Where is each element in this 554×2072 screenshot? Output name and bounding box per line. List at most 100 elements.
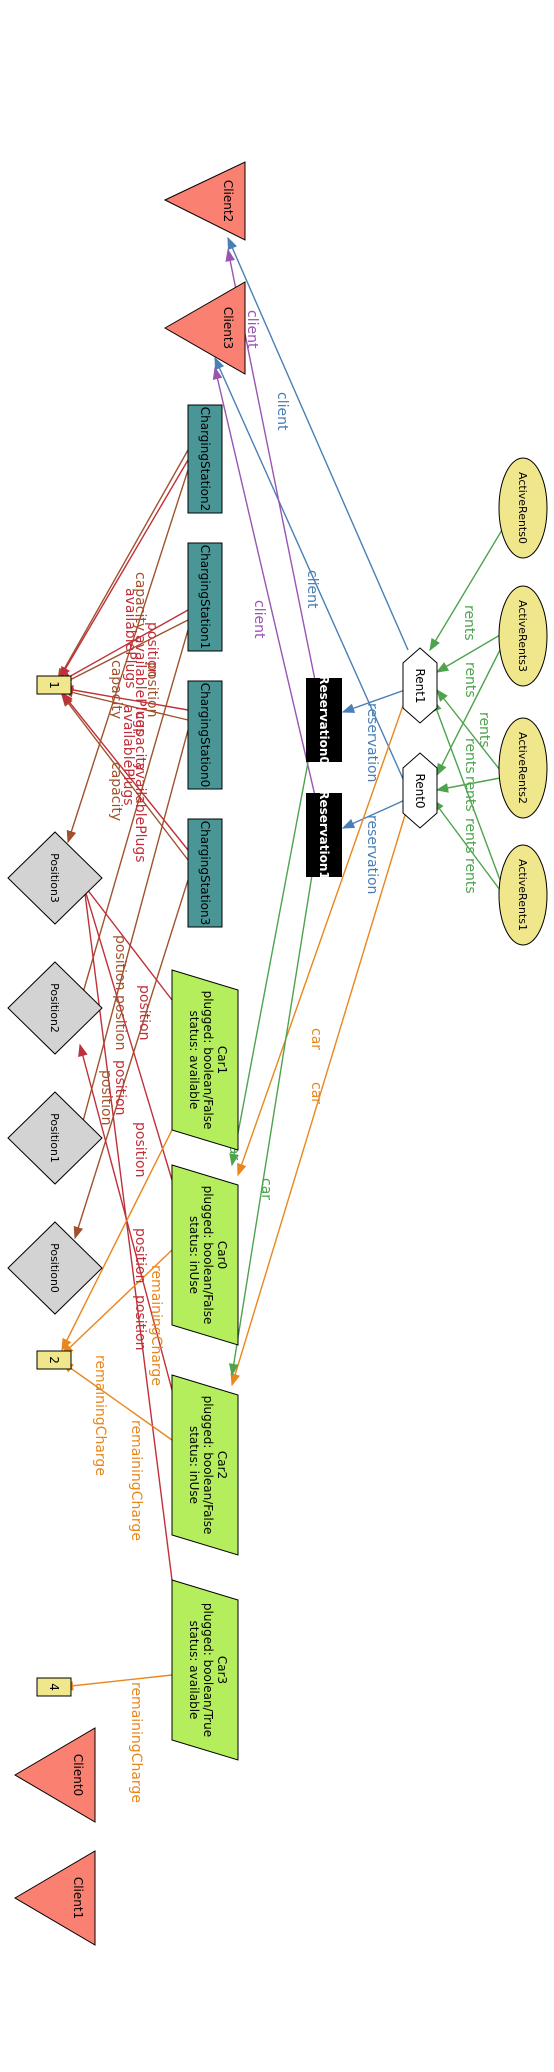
position-label: Position1 — [48, 1113, 61, 1163]
client-node-client1: Client1 — [14, 1850, 96, 1946]
edge-labels: client client client client rents rents … — [92, 310, 492, 1803]
label-rents: rents — [462, 776, 478, 812]
active-rents-node-ar2: ActiveRents2 — [498, 717, 548, 819]
car-plugged: plugged: boolean/False — [201, 1186, 215, 1325]
edge-ar3-rent0 — [436, 649, 501, 777]
car-plugged: plugged: boolean/False — [201, 1396, 215, 1535]
label-position: position — [136, 985, 152, 1040]
reservation-label: Reservation1 — [317, 790, 331, 879]
label-rents: rents — [462, 858, 478, 894]
label-availablePlugs: availablePlugs — [120, 705, 136, 806]
edge-rent0-res1 — [341, 799, 406, 829]
active-rents-node-ar1: ActiveRents1 — [498, 844, 548, 946]
edge-res1-client3 — [212, 366, 317, 801]
edge-cs3-pos0 — [73, 879, 189, 1240]
label-position: position — [144, 662, 160, 717]
rent-label: Rent1 — [413, 668, 427, 703]
label-remainingCharge: remainingCharge — [148, 1265, 164, 1386]
active-rents-label: ActiveRents1 — [516, 859, 529, 931]
reservation-node-res1: Reservation1 — [306, 790, 342, 880]
value-label: 1 — [47, 681, 61, 689]
label-availablePlugs: availablePlugs — [122, 588, 138, 689]
car-name: Car1 — [215, 1046, 229, 1074]
label-rents: rents — [461, 605, 477, 641]
label-position: position — [144, 622, 160, 677]
label-car: car — [308, 1082, 324, 1104]
car-node-car1: Car1 plugged: boolean/False status: avai… — [171, 969, 239, 1151]
client-node-client3: Client3 — [163, 281, 246, 375]
label-position: position — [132, 1228, 148, 1283]
label-reservation: reservation — [364, 703, 380, 782]
car-name: Car2 — [215, 1451, 229, 1479]
active-rents-label: ActiveRents0 — [516, 472, 529, 544]
active-rents-node-ar3: ActiveRents3 — [498, 585, 548, 687]
charging-station-label: ChargingStation1 — [198, 545, 212, 650]
label-client: client — [304, 570, 320, 609]
car-status: status: available — [187, 1621, 201, 1720]
reservation-node-res0: Reservation0 — [306, 675, 342, 765]
edge-cs2-pos3 — [66, 469, 189, 844]
value-node-1: 1 — [36, 675, 72, 695]
edge-cs2-plugs — [59, 459, 189, 680]
edge-ar2-rent1 — [436, 688, 501, 771]
client-label: Client3 — [221, 307, 235, 349]
label-rents: rents — [462, 662, 478, 698]
client-label: Client2 — [221, 180, 235, 222]
client-label: Client1 — [71, 1877, 85, 1919]
label-position: position — [132, 1295, 148, 1350]
edge-car3-charge — [60, 1674, 173, 1691]
label-car: car — [308, 1028, 324, 1050]
car-node-car0: Car0 plugged: boolean/False status: inUs… — [171, 1164, 239, 1346]
label-rents: rents — [462, 738, 478, 774]
position-label: Position3 — [48, 853, 61, 903]
edge-car0-pos3 — [80, 878, 173, 1181]
edge-cs0-plugs — [60, 685, 189, 711]
edge-rent1-res0 — [341, 689, 406, 713]
active-rents-label: ActiveRents2 — [516, 732, 529, 804]
edge-ar2-rent0 — [435, 777, 501, 793]
car-name: Car3 — [215, 1656, 229, 1684]
reservation-label: Reservation0 — [317, 675, 331, 764]
label-availablePlugs: availablePlugs — [132, 762, 148, 863]
edge-cs1-pos2 — [76, 629, 189, 1012]
car-node-car2: Car2 plugged: boolean/False status: inUs… — [171, 1374, 239, 1556]
charging-station-node-cs2: ChargingStation2 — [187, 404, 223, 514]
label-availablePlugs: availablePlugs — [132, 635, 148, 736]
edge-cs0-cap — [60, 687, 189, 721]
label-position: position — [98, 1070, 114, 1125]
value-label: 2 — [47, 1356, 61, 1364]
edge-ar0-rent1 — [429, 529, 503, 652]
label-capacity: capacity — [132, 572, 148, 631]
edge-rent0-client3 — [214, 356, 409, 791]
label-client: client — [251, 600, 267, 639]
rent-node-rent0: Rent0 — [402, 752, 438, 829]
label-position: position — [132, 1122, 148, 1177]
label-capacity: capacity — [108, 762, 124, 821]
edge-cs1-plugs — [58, 609, 189, 683]
label-position: position — [112, 995, 128, 1050]
edge-ar1-rent0 — [432, 798, 501, 891]
active-rents-node-ar0: ActiveRents0 — [498, 457, 548, 559]
edge-car2-charge — [60, 1361, 173, 1441]
car-status: status: inUse — [187, 1426, 201, 1504]
value-node-4: 4 — [36, 1677, 72, 1697]
car-plugged: plugged: boolean/True — [201, 1603, 215, 1737]
edge-car1-charge — [61, 1129, 173, 1352]
label-position: position — [112, 935, 128, 990]
rent-node-rent1: Rent1 — [402, 647, 438, 724]
car-name: Car0 — [215, 1241, 229, 1269]
position-node-pos0: Position0 — [7, 1221, 103, 1315]
label-capacity: capacity — [132, 712, 148, 771]
edge-rent0-car2 — [230, 814, 406, 1387]
charging-station-label: ChargingStation3 — [198, 821, 212, 926]
edge-res1-car2 — [228, 849, 317, 1377]
label-rents: rents — [462, 818, 478, 854]
car-plugged: plugged: boolean/False — [201, 991, 215, 1130]
position-label: Position2 — [48, 983, 61, 1033]
edge-ar3-rent1 — [435, 634, 501, 673]
client-node-client2: Client2 — [163, 161, 246, 241]
car-node-car3: Car3 plugged: boolean/True status: avail… — [171, 1579, 239, 1761]
edge-car0-charge — [60, 1249, 173, 1356]
label-position: position — [112, 1060, 128, 1115]
position-label: Position0 — [48, 1243, 61, 1293]
